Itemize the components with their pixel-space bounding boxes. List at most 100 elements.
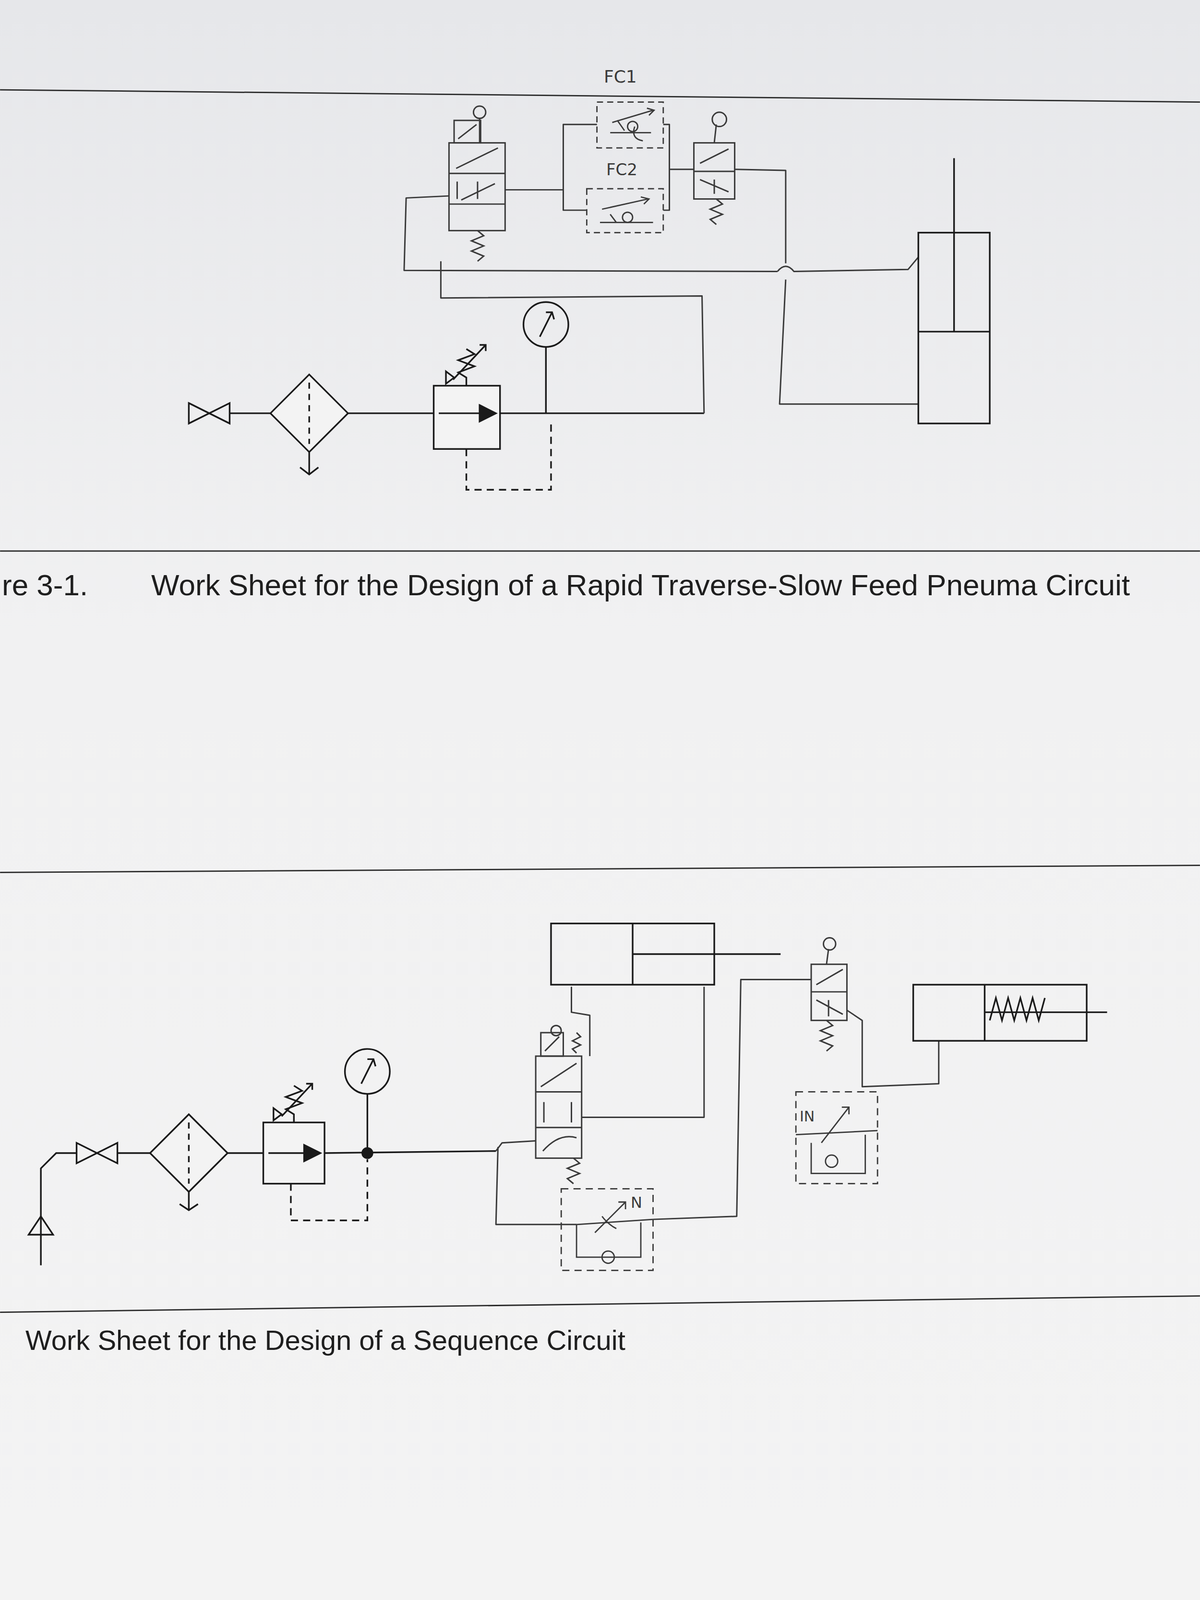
lever-valve-part [826,948,829,965]
hand-wires-part [846,1009,939,1087]
lever-valve [811,937,847,1051]
flow-control-symbol-part [601,196,649,210]
hand-wires-part [404,195,778,272]
supply-symbols-part [229,412,271,414]
supply-symbols-part [281,1083,313,1116]
hand-wires-part [571,986,590,1056]
supply-symbols-part [523,301,569,348]
supply-symbols-part [308,382,310,444]
hand-wires [495,979,939,1225]
hand-wires-part [653,979,812,1220]
hand-wires-part [779,279,919,404]
supply-symbols-part [179,1191,198,1211]
directional-valve-part [448,143,505,231]
flow-control-symbol-part [597,102,664,149]
supply-symbols-part [458,348,475,386]
supply-symbols-part [433,385,501,449]
directional-valve-part [454,120,481,144]
supply-symbols [188,301,704,490]
supply-symbols-part [438,412,480,414]
supply-symbols-part [268,1152,307,1154]
flow-control-symbol [561,1188,653,1271]
figure-number: re 3-1. [1,567,145,603]
supply-symbols-part [540,312,555,337]
supply-symbols-part [76,1142,118,1164]
flow-control-symbol-part [622,212,633,223]
supply-symbols-part [290,1159,368,1221]
supply-symbols-part [270,374,348,453]
hand-wires-part [777,257,919,272]
spring-cylinder-symbol-part [989,997,1045,1021]
lever-valve-part [694,170,735,173]
supply-symbols [28,1048,497,1266]
flow-control-symbol-part [601,1216,617,1229]
flow-control-symbol-part [601,1250,615,1264]
supply-symbols-part [304,1144,321,1162]
supply-symbols-part [366,1093,369,1153]
hand-wires-part [563,189,587,211]
directional-valve-part [551,1025,562,1036]
supply-symbols-part [324,1151,496,1153]
hand-wires-part [581,986,705,1117]
supply-symbols-part [345,1048,391,1094]
hand-wires-part [504,124,597,190]
spring-cylinder-symbol-part [984,1011,1107,1013]
hand-wires-part [663,124,670,211]
supply-symbols-part [445,371,455,384]
flow-control-symbol [586,102,663,233]
supply-symbols-part [361,1058,376,1084]
directional-valve-part [540,1032,564,1056]
flow-control-label: N [628,1193,645,1212]
page-rule-part [0,865,1200,873]
supply-symbols-part [348,412,434,414]
flow-control-symbol-part [795,1130,878,1135]
cylinder-symbol-part [953,157,955,332]
flow-control-label: IN [797,1108,817,1125]
supply-symbols-part [40,1152,77,1266]
supply-symbols-part [150,1114,228,1192]
cylinder-symbol [551,923,781,985]
hand-wires [404,124,919,414]
supply-symbols-part [117,1152,151,1154]
directional-valve [535,1025,582,1184]
page-rule-part [0,550,1200,552]
flow-control-symbol-part [821,1106,849,1143]
flow-control-label: FC2 [604,160,640,179]
cylinder-symbol [918,157,990,424]
supply-symbols-part [28,1216,54,1235]
flow-control-symbol-part [612,108,655,123]
lever-valve-part [811,991,847,993]
flow-control-symbol-part [576,1219,653,1225]
hand-wires-part [495,1140,536,1151]
lever-valve-part [820,1020,833,1052]
directional-valve-part [456,147,498,200]
cylinder-symbol-part [632,953,781,955]
spring-cylinder-symbol [913,984,1108,1041]
supply-symbols-part [453,344,486,380]
lever-valve-part [714,124,717,143]
supply-symbols-part [227,1152,264,1154]
flow-control-symbol-part [576,1222,641,1258]
page-rule-part [0,89,1200,103]
directional-valve-part [540,1063,577,1152]
flow-control-symbol [795,1091,878,1184]
flow-control-symbol-part [594,1201,626,1233]
page-rule-part [0,1296,1200,1313]
node-text: IN [799,1109,815,1124]
hand-wires-part [669,168,695,170]
flow-control-symbol-part [627,121,638,132]
lever-valve-part [816,969,843,1017]
hand-wires-part [440,261,704,414]
lever-valve-part [823,937,837,950]
flow-control-symbol-part [561,1188,653,1271]
lever-valve-part [712,112,727,127]
directional-valve-part [567,1158,580,1184]
flow-control-symbol-part [610,120,651,142]
figure-caption: Work Sheet for the Design of a Sequence … [25,1323,1148,1357]
lever-valve-part [710,198,723,225]
lever-valve [694,112,735,225]
lever-valve-part [811,964,847,1021]
directional-valve-part [535,1091,582,1128]
supply-symbols-part [466,420,552,491]
